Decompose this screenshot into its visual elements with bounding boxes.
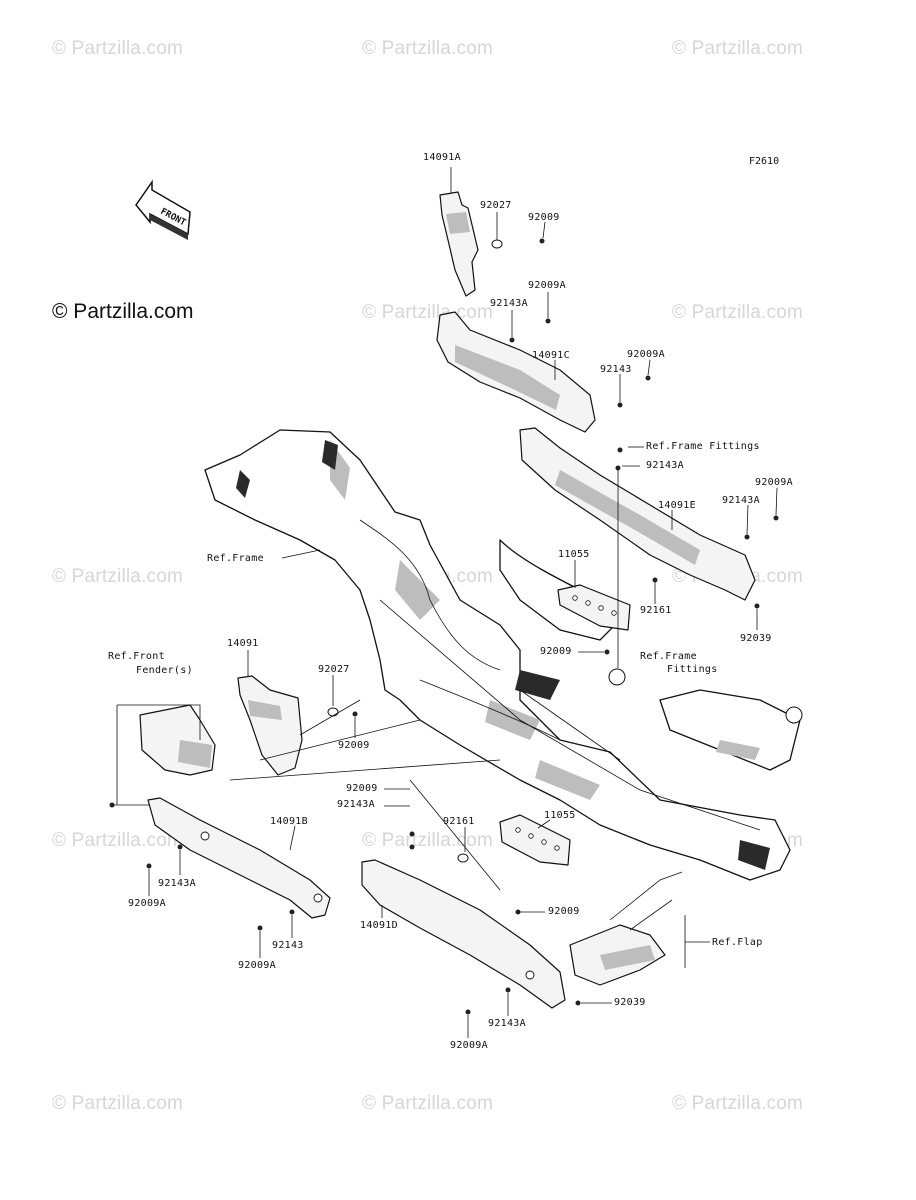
label-92009: 92009 [338,740,370,751]
part-92027-washer [327,707,339,717]
label-92009: 92009 [540,646,572,657]
part-14091C [436,311,596,433]
part-14091E [519,427,756,601]
label-92009A: 92009A [450,1040,488,1051]
label-92143A: 92143A [158,878,196,889]
label-14091C: 14091C [532,350,570,361]
label-14091E: 14091E [658,500,696,511]
label-92039: 92039 [614,997,646,1008]
watermark: © Partzilla.com [362,830,494,851]
label-ref-flap: Ref.Flap [712,937,763,948]
label-11055: 11055 [558,549,590,560]
part-14091 [237,675,303,776]
label-92143A: 92143A [722,495,760,506]
label-11055: 11055 [544,810,576,821]
label-92161: 92161 [443,816,475,827]
label-92027: 92027 [318,664,350,675]
part-92009-bolt [539,238,545,244]
watermark: © Partzilla.com [672,302,804,323]
leader-lines [112,167,778,1038]
label-92027: 92027 [480,200,512,211]
part-92027-washer [491,239,503,249]
figure-code: F2610 [749,156,780,167]
label-ref-frame-fittings: Fittings [667,664,718,675]
part-11055 [499,814,571,866]
front-fender-ref [116,704,216,805]
watermark: © Partzilla.com [52,830,184,851]
label-92009A: 92009A [627,349,665,360]
label-14091A: 14091A [423,152,461,163]
front-arrow-icon: FRONT [135,179,191,240]
label-92143A: 92143A [488,1018,526,1029]
part-92161-washer [457,853,469,863]
label-92009: 92009 [548,906,580,917]
label-92143: 92143 [600,364,632,375]
flap-ref [569,871,710,986]
watermark: © Partzilla.com [52,1093,184,1114]
main-frame [204,429,801,881]
label-ref-front-fender: Fender(s) [136,665,193,676]
label-92009A: 92009A [238,960,276,971]
label-92009A: 92009A [128,898,166,909]
label-ref-front-fender: Ref.Front [108,651,165,662]
label-92009: 92009 [528,212,560,223]
part-14091D [361,859,566,1009]
label-92143A: 92143A [646,460,684,471]
watermark: © Partzilla.com [362,1093,494,1114]
label-92039: 92039 [740,633,772,644]
label-14091D: 14091D [360,920,398,931]
label-ref-frame-fittings: Ref.Frame Fittings [646,441,760,452]
label-ref-frame-fittings: Ref.Frame [640,651,697,662]
watermark: © Partzilla.com [672,38,804,59]
ref-a-callout [608,668,626,686]
part-14091A [439,191,479,297]
fasteners [109,318,779,1015]
label-92009A: 92009A [755,477,793,488]
label-92009: 92009 [346,783,378,794]
label-ref-frame: Ref.Frame [207,553,264,564]
ref-a-callout [785,706,803,724]
label-14091B: 14091B [270,816,308,827]
watermark: © Partzilla.com [52,566,184,587]
label-14091: 14091 [227,638,259,649]
part-14091B [147,797,331,919]
part-11055 [557,584,631,631]
watermark: © Partzilla.com [672,1093,804,1114]
label-92143A: 92143A [337,799,375,810]
watermark: © Partzilla.com [362,38,494,59]
label-92143A: 92143A [490,298,528,309]
watermark: © Partzilla.com [52,38,184,59]
copyright-logo: © Partzilla.com [52,300,194,323]
label-92009A: 92009A [528,280,566,291]
label-92143: 92143 [272,940,304,951]
label-92161: 92161 [640,605,672,616]
